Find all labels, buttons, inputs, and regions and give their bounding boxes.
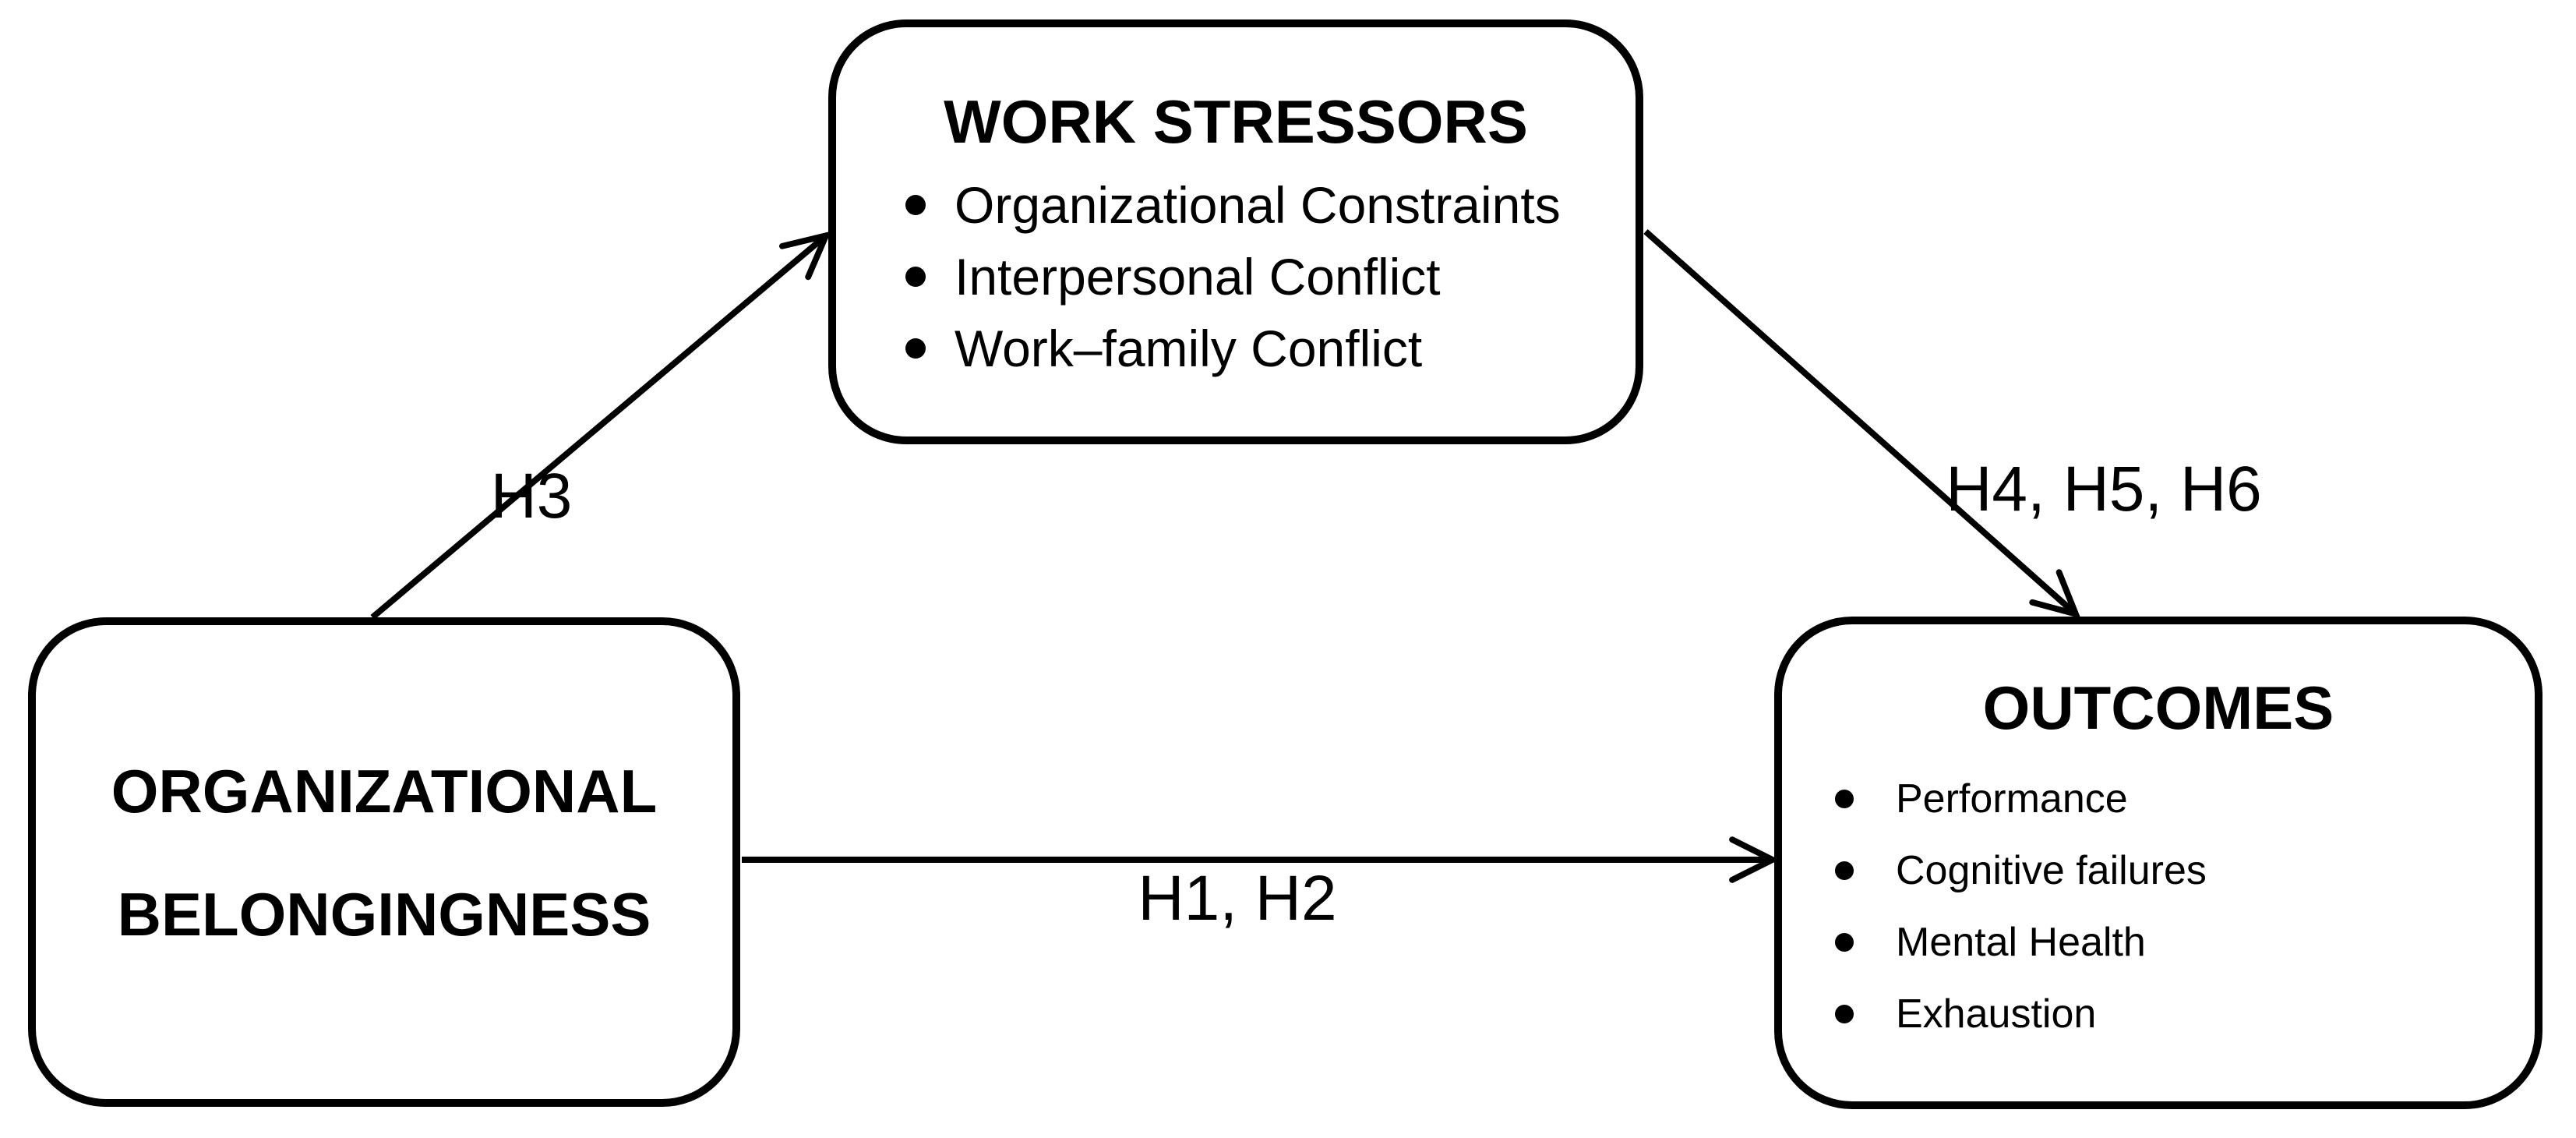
h4-h5-h6-path-label: H4, H5, H6 [1946, 454, 2262, 525]
list-item-label: Mental Health [1896, 920, 2146, 965]
bullet-icon [1835, 790, 1854, 808]
list-item: Organizational Constraints [905, 169, 1561, 241]
organizational-belongingness-box: ORGANIZATIONAL BELONGINGNESS [28, 617, 740, 1107]
bullet-icon [1835, 933, 1854, 952]
list-item: Work–family Conflict [905, 313, 1422, 384]
outcomes-box: OUTCOMES Performance Cognitive failures … [1774, 617, 2542, 1109]
list-item: Cognitive failures [1835, 835, 2207, 907]
belongingness-title-line2: BELONGINGNESS [117, 880, 651, 949]
list-item: Performance [1835, 763, 2128, 835]
bullet-icon [905, 338, 926, 359]
bullet-icon [1835, 861, 1854, 880]
h4-h5-h6-arrow [1643, 229, 2074, 613]
bullet-icon [905, 267, 926, 287]
list-item-label: Organizational Constraints [955, 176, 1561, 234]
h3-path-label: H3 [490, 461, 573, 532]
bullet-icon [1835, 1005, 1854, 1023]
list-item-label: Performance [1896, 776, 2128, 822]
outcomes-title: OUTCOMES [1982, 673, 2334, 742]
list-item-label: Interpersonal Conflict [955, 248, 1441, 306]
list-item-label: Cognitive failures [1896, 848, 2207, 893]
list-item: Mental Health [1835, 907, 2146, 978]
h3-arrow [370, 237, 824, 620]
list-item: Exhaustion [1835, 978, 2096, 1050]
bullet-icon [905, 195, 926, 215]
work-stressors-box: WORK STRESSORS Organizational Constraint… [828, 19, 1643, 444]
list-item-label: Exhaustion [1896, 991, 2097, 1037]
list-item: Interpersonal Conflict [905, 241, 1441, 313]
belongingness-title-line1: ORGANIZATIONAL [111, 757, 658, 825]
list-item-label: Work–family Conflict [955, 320, 1423, 377]
work-stressors-title: WORK STRESSORS [944, 87, 1528, 156]
h1-h2-path-label: H1, H2 [1138, 863, 1337, 934]
